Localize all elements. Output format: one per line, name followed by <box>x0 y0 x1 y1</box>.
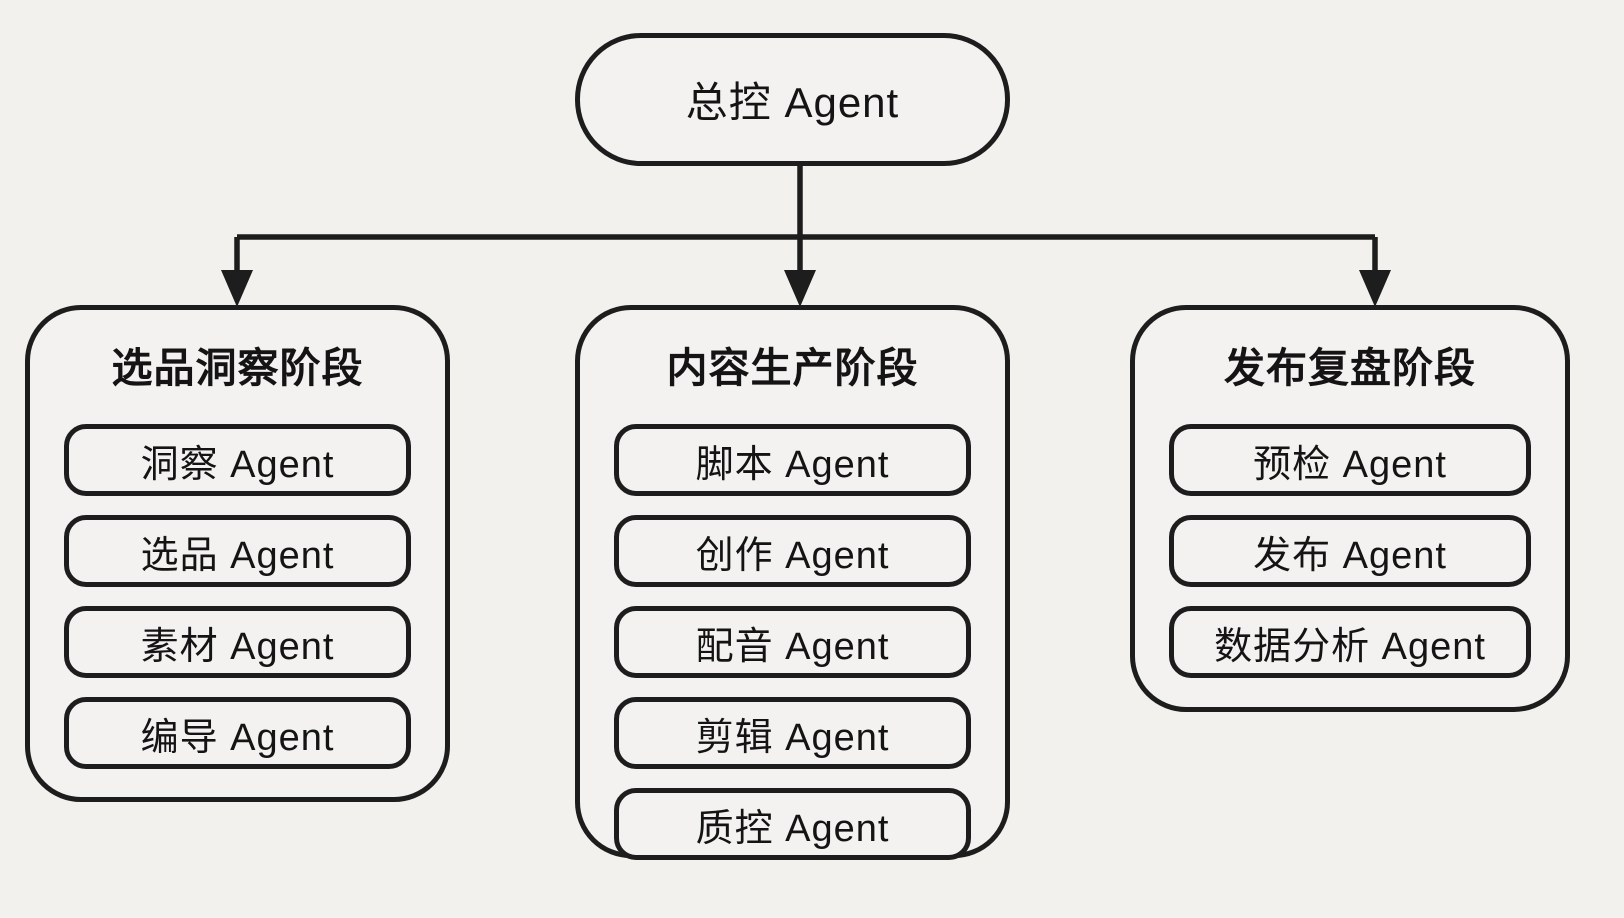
agent-label: 脚本 Agent <box>695 443 890 486</box>
arrowhead-right-icon <box>1359 270 1391 307</box>
agent-label: 质控 Agent <box>695 807 890 850</box>
agent-node-voiceover: 配音 Agent <box>614 606 971 678</box>
stage-title: 内容生产阶段 <box>666 345 919 391</box>
agent-node-creation: 创作 Agent <box>614 515 971 587</box>
agent-label: 洞察 Agent <box>140 443 335 486</box>
agent-label: 编导 Agent <box>140 716 335 759</box>
arrowhead-middle-icon <box>784 270 816 307</box>
root-agent-label: 总控 Agent <box>685 79 900 126</box>
stage-title: 发布复盘阶段 <box>1224 345 1476 391</box>
agent-node-precheck: 预检 Agent <box>1169 424 1531 496</box>
agent-node-material: 素材 Agent <box>64 606 411 678</box>
agent-label: 选品 Agent <box>140 534 335 577</box>
stage-publish-review: 发布复盘阶段 预检 Agent 发布 Agent 数据分析 Agent <box>1130 305 1570 712</box>
stage-selection-insight: 选品洞察阶段 洞察 Agent 选品 Agent 素材 Agent 编导 Age… <box>25 305 450 802</box>
agent-node-insight: 洞察 Agent <box>64 424 411 496</box>
agent-node-publish: 发布 Agent <box>1169 515 1531 587</box>
agent-node-quality-control: 质控 Agent <box>614 788 971 860</box>
stage-content-production: 内容生产阶段 脚本 Agent 创作 Agent 配音 Agent 剪辑 Age… <box>575 305 1010 860</box>
agent-node-editing: 剪辑 Agent <box>614 697 971 769</box>
root-agent-node: 总控 Agent <box>575 33 1010 166</box>
agent-node-script: 脚本 Agent <box>614 424 971 496</box>
agent-label: 创作 Agent <box>695 534 890 577</box>
arrowhead-left-icon <box>221 270 253 307</box>
stage-title: 选品洞察阶段 <box>111 345 364 391</box>
agent-node-data-analysis: 数据分析 Agent <box>1169 606 1531 678</box>
agent-label: 预检 Agent <box>1253 443 1447 486</box>
agent-node-director: 编导 Agent <box>64 697 411 769</box>
agent-label: 发布 Agent <box>1253 534 1447 577</box>
agent-label: 素材 Agent <box>140 625 335 668</box>
agent-label: 剪辑 Agent <box>695 716 890 759</box>
agent-label: 数据分析 Agent <box>1214 625 1486 668</box>
agent-node-selection: 选品 Agent <box>64 515 411 587</box>
agent-label: 配音 Agent <box>695 625 890 668</box>
